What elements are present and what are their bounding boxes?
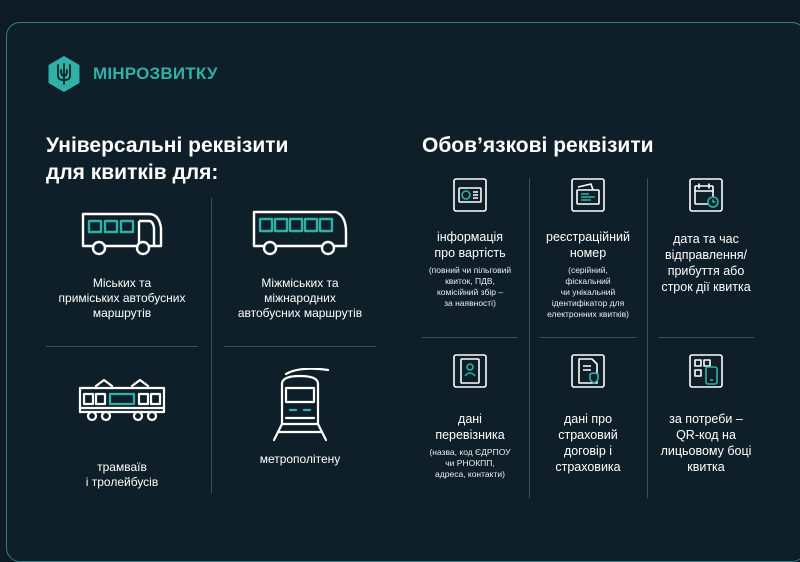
left-divider-2: [224, 346, 376, 347]
carrier-document-icon: [453, 354, 487, 388]
metro-label: метрополітену: [259, 452, 341, 466]
city-bus-label: Міських та приміських автобусних маршрут…: [58, 276, 186, 320]
carrier-data-item: дані перевізника (назва, код ЄДРПОУ чи Р…: [418, 354, 522, 480]
city-bus-icon: [81, 212, 163, 256]
datetime-label: дата та час відправлення/ прибуття або с…: [661, 232, 751, 294]
insurance-document-icon: [571, 354, 605, 388]
intercity-bus-label: Міжміських та міжнародних автобусних мар…: [237, 276, 363, 320]
insurance-label: дані про страховий договір і страховика: [555, 412, 621, 474]
intercity-bus-icon: [252, 210, 348, 256]
info-card: [6, 22, 800, 562]
intercity-bus-item: Міжміських та міжнародних автобусних мар…: [224, 208, 376, 321]
brand-name: МІНРОЗВИТКУ: [93, 64, 218, 83]
right-divider-1: [422, 337, 518, 338]
right-divider-2: [540, 337, 636, 338]
mandatory-requisites-title: Обов’язкові реквізити: [422, 134, 654, 157]
price-info-note: (повний чи пільговий квиток, ПДВ, комісі…: [428, 265, 512, 308]
left-divider-1: [46, 346, 198, 347]
calendar-clock-icon: [689, 178, 723, 212]
qr-code-item: за потреби – QR-код на лицьовому боці кв…: [654, 354, 758, 475]
datetime-item: дата та час відправлення/ прибуття або с…: [654, 178, 758, 295]
universal-requisites-title: Універсальні реквізити для квитків для:: [46, 132, 288, 186]
registration-number-item: реєстраційний номер (серійний, фіскальни…: [536, 178, 640, 320]
tram-icon: [78, 378, 166, 422]
price-info-item: інформація про вартість (повний чи пільг…: [418, 178, 522, 309]
left-vertical-divider: [211, 198, 212, 493]
carrier-data-label: дані перевізника: [435, 412, 505, 442]
metro-item: метрополітену: [224, 368, 376, 467]
tram-label: трамваїв і тролейбусів: [85, 460, 159, 489]
trident-logo-icon: [48, 56, 80, 92]
right-divider-3: [658, 337, 754, 338]
title-line-2: для квитків для:: [46, 161, 219, 184]
right-vertical-divider-2: [647, 178, 648, 498]
tram-item: трамваїв і тролейбусів: [46, 378, 198, 490]
brand: МІНРОЗВИТКУ: [46, 56, 218, 92]
qr-code-phone-icon: [689, 354, 723, 388]
price-ticket-icon: [453, 178, 487, 212]
city-bus-item: Міських та приміських автобусних маршрут…: [46, 208, 198, 321]
metro-train-icon: [272, 368, 330, 442]
right-vertical-divider-1: [529, 178, 530, 498]
registration-number-note: (серійний, фіскальний чи унікальний іден…: [547, 265, 629, 319]
qr-code-label: за потреби – QR-код на лицьовому боці кв…: [660, 412, 752, 474]
carrier-data-note: (назва, код ЄДРПОУ чи РНОКПП, адреса, ко…: [429, 447, 511, 479]
price-info-label: інформація про вартість: [434, 230, 506, 260]
registration-ticket-icon: [571, 178, 605, 212]
title-line-1: Універсальні реквізити: [46, 134, 289, 157]
insurance-item: дані про страховий договір і страховика: [536, 354, 640, 475]
registration-number-label: реєстраційний номер: [546, 230, 630, 260]
